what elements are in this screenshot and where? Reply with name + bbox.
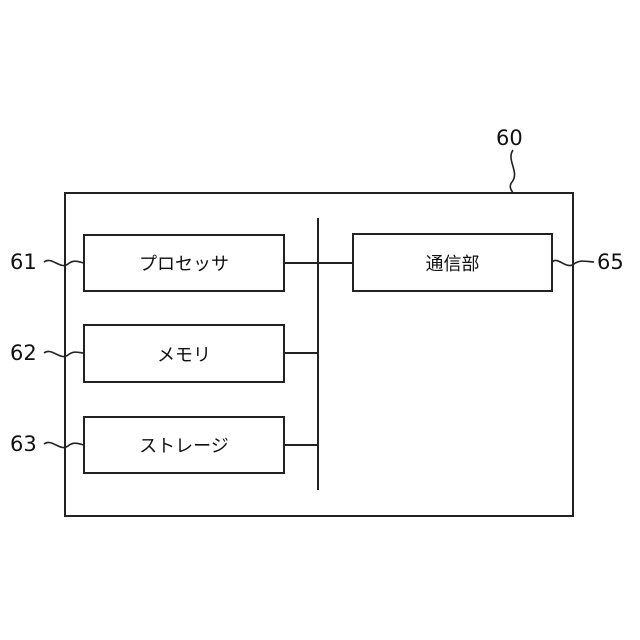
memory-block: メモリ: [83, 324, 285, 383]
memory-ref-label: 62: [10, 341, 37, 365]
communication-ref-label: 65: [597, 250, 624, 274]
device-ref-label: 60: [496, 126, 523, 150]
processor-block: プロセッサ: [83, 234, 285, 292]
memory-label: メモリ: [157, 341, 211, 367]
processor-label: プロセッサ: [139, 250, 229, 276]
leader-line-60: [510, 150, 514, 193]
processor-ref-label: 61: [10, 250, 37, 274]
storage-ref-label: 63: [10, 432, 37, 456]
communication-block: 通信部: [352, 233, 553, 292]
storage-block: ストレージ: [83, 416, 285, 474]
communication-label: 通信部: [426, 250, 480, 276]
storage-label: ストレージ: [139, 432, 229, 458]
